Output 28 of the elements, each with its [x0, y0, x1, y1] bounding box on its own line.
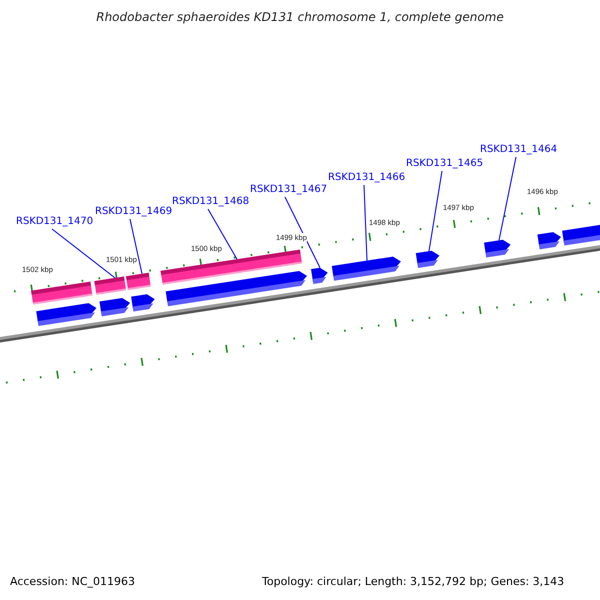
gene-feature: [99, 298, 130, 316]
gene-bar: [126, 272, 151, 290]
gene-feature: [166, 270, 307, 306]
leader-line: [428, 170, 442, 252]
gene-bar: [94, 276, 126, 295]
gene-label: RSKD131_1466: [328, 172, 406, 184]
gene-label: RSKD131_1470: [16, 216, 94, 228]
leader-line: [52, 228, 116, 278]
gene-label: RSKD131_1464: [480, 144, 558, 156]
info-text: Accession: NC_011963: [10, 575, 136, 588]
gene-feature: [537, 232, 562, 250]
leader-line: [364, 184, 368, 262]
info-text: Topology: circular; Length: 3,152,792 bp; Genes: 3,143: [262, 575, 564, 588]
title: Rhodobacter sphaeroides KD131 chromosome 1, complete genome: [95, 10, 505, 24]
gene-label: RSKD131_1468: [172, 196, 250, 208]
gene-feature: [36, 303, 96, 326]
gene-feature: [131, 294, 155, 312]
gene-feature: [416, 250, 440, 268]
gene-label: RSKD131_1469: [95, 206, 172, 218]
gene-label: RSKD131_1467: [250, 184, 328, 196]
leader-line: [284, 196, 320, 268]
gene-feature: [311, 268, 328, 284]
leader-line: [130, 218, 142, 274]
leader-line: [208, 208, 238, 260]
leader-line: [498, 156, 516, 241]
gene-feature: [332, 256, 401, 281]
gene-feature: [484, 240, 511, 258]
gene-label: RSKD131_1465: [406, 158, 484, 170]
